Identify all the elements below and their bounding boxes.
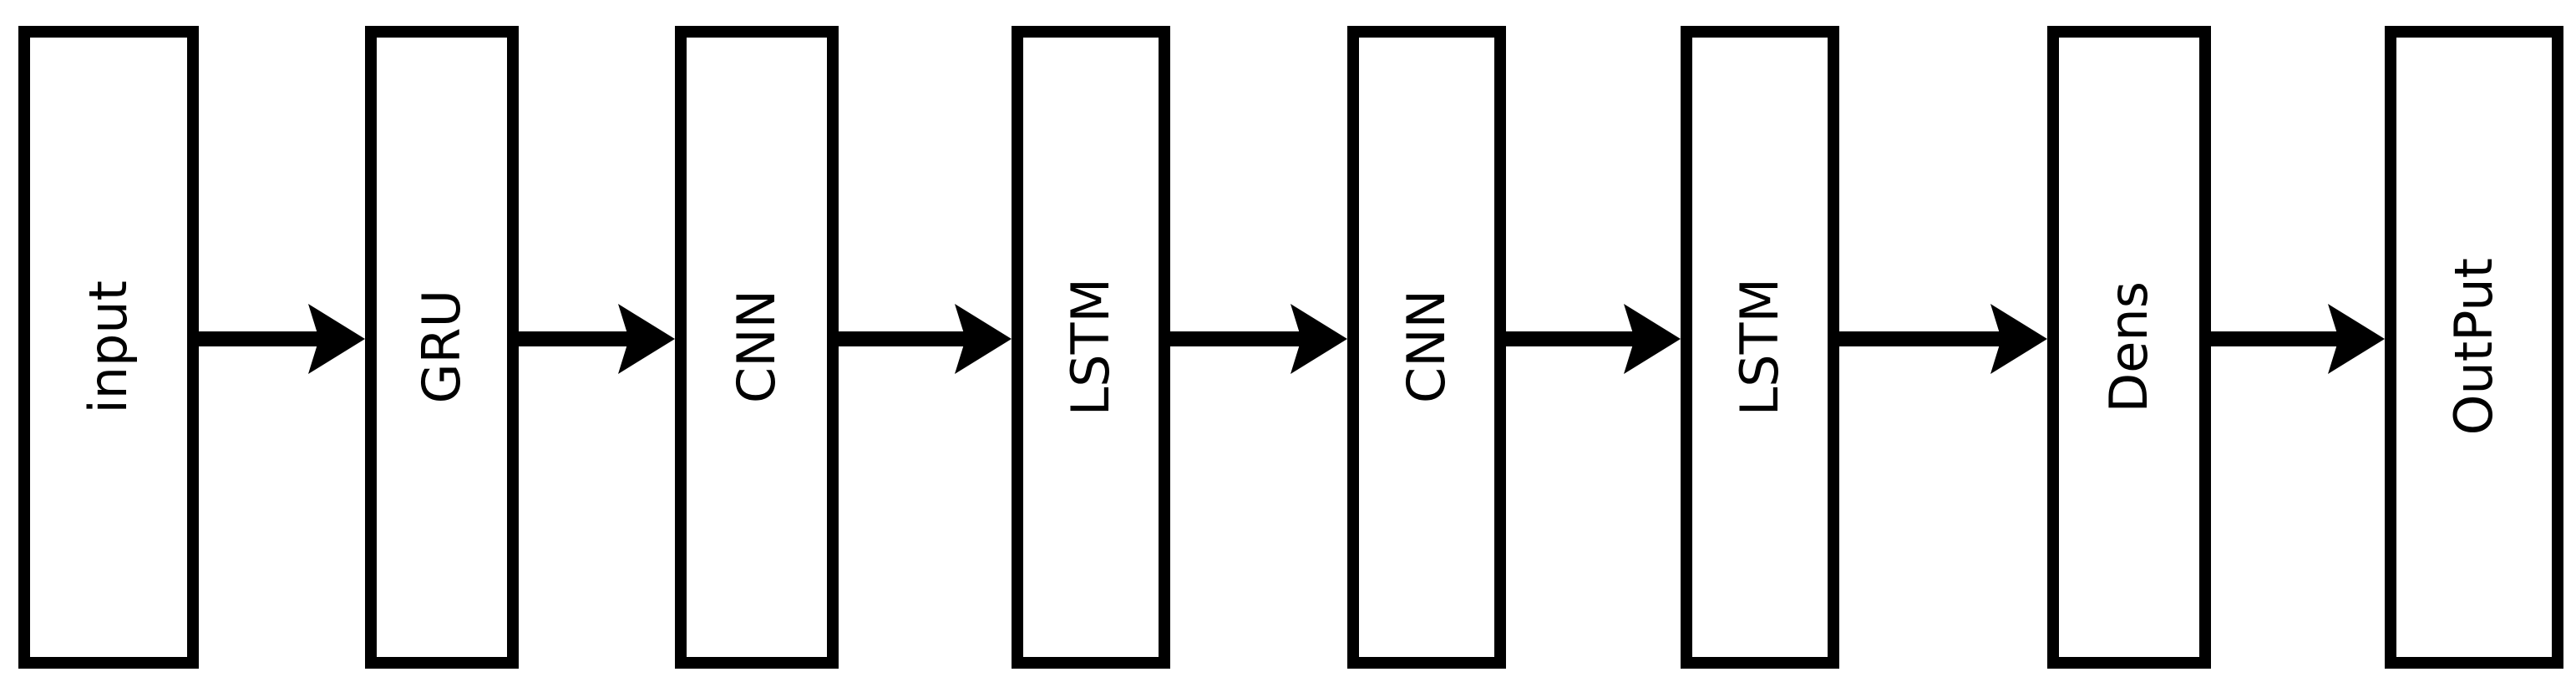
arrow-right-icon <box>519 303 675 374</box>
layer-node-dens[interactable]: Dens <box>2047 25 2211 669</box>
layer-node-cnn-1[interactable]: CNN <box>675 25 839 669</box>
layer-node-cnn-2[interactable]: CNN <box>1347 25 1506 669</box>
pipeline-stage-2: GRU <box>365 0 675 677</box>
arrow-right-icon <box>839 303 1012 374</box>
edge-dens-to-output <box>2211 0 2385 677</box>
pipeline-stage-3: CNN <box>675 0 1012 677</box>
layer-label-output: OutPut <box>2443 258 2504 436</box>
layer-label-lstm-2: LSTM <box>1729 277 1790 417</box>
layer-node-output[interactable]: OutPut <box>2385 25 2563 669</box>
edge-cnn-to-lstm-2 <box>1506 0 1681 677</box>
layer-label-input: input <box>78 280 139 414</box>
layer-label-lstm-1: LSTM <box>1060 277 1121 417</box>
arrow-right-icon <box>1506 303 1681 374</box>
layer-node-input[interactable]: input <box>18 25 199 669</box>
arrow-right-icon <box>1839 303 2047 374</box>
pipeline-stage-8: OutPut <box>2385 0 2563 677</box>
pipeline-stage-1: input <box>18 0 365 677</box>
arrow-right-icon <box>2211 303 2385 374</box>
edge-lstm-to-dens <box>1839 0 2047 677</box>
pipeline-stage-4: LSTM <box>1012 0 1347 677</box>
pipeline-stage-7: Dens <box>2047 0 2385 677</box>
layer-label-cnn-1: CNN <box>726 290 787 404</box>
layer-label-gru: GRU <box>411 290 472 404</box>
arrow-right-icon <box>1170 303 1347 374</box>
layer-node-lstm-2[interactable]: LSTM <box>1681 25 1839 669</box>
edge-gru-to-cnn-1 <box>519 0 675 677</box>
layer-node-gru[interactable]: GRU <box>365 25 519 669</box>
edge-lstm-to-cnn-2 <box>1170 0 1347 677</box>
arrow-right-icon <box>199 303 365 374</box>
layer-label-dens: Dens <box>2098 280 2159 413</box>
edge-input-to-gru <box>199 0 365 677</box>
pipeline-stage-6: LSTM <box>1681 0 2047 677</box>
layer-label-cnn-2: CNN <box>1396 290 1457 404</box>
pipeline-stage-5: CNN <box>1347 0 1681 677</box>
edge-cnn-to-lstm-1 <box>839 0 1012 677</box>
layer-node-lstm-1[interactable]: LSTM <box>1012 25 1170 669</box>
